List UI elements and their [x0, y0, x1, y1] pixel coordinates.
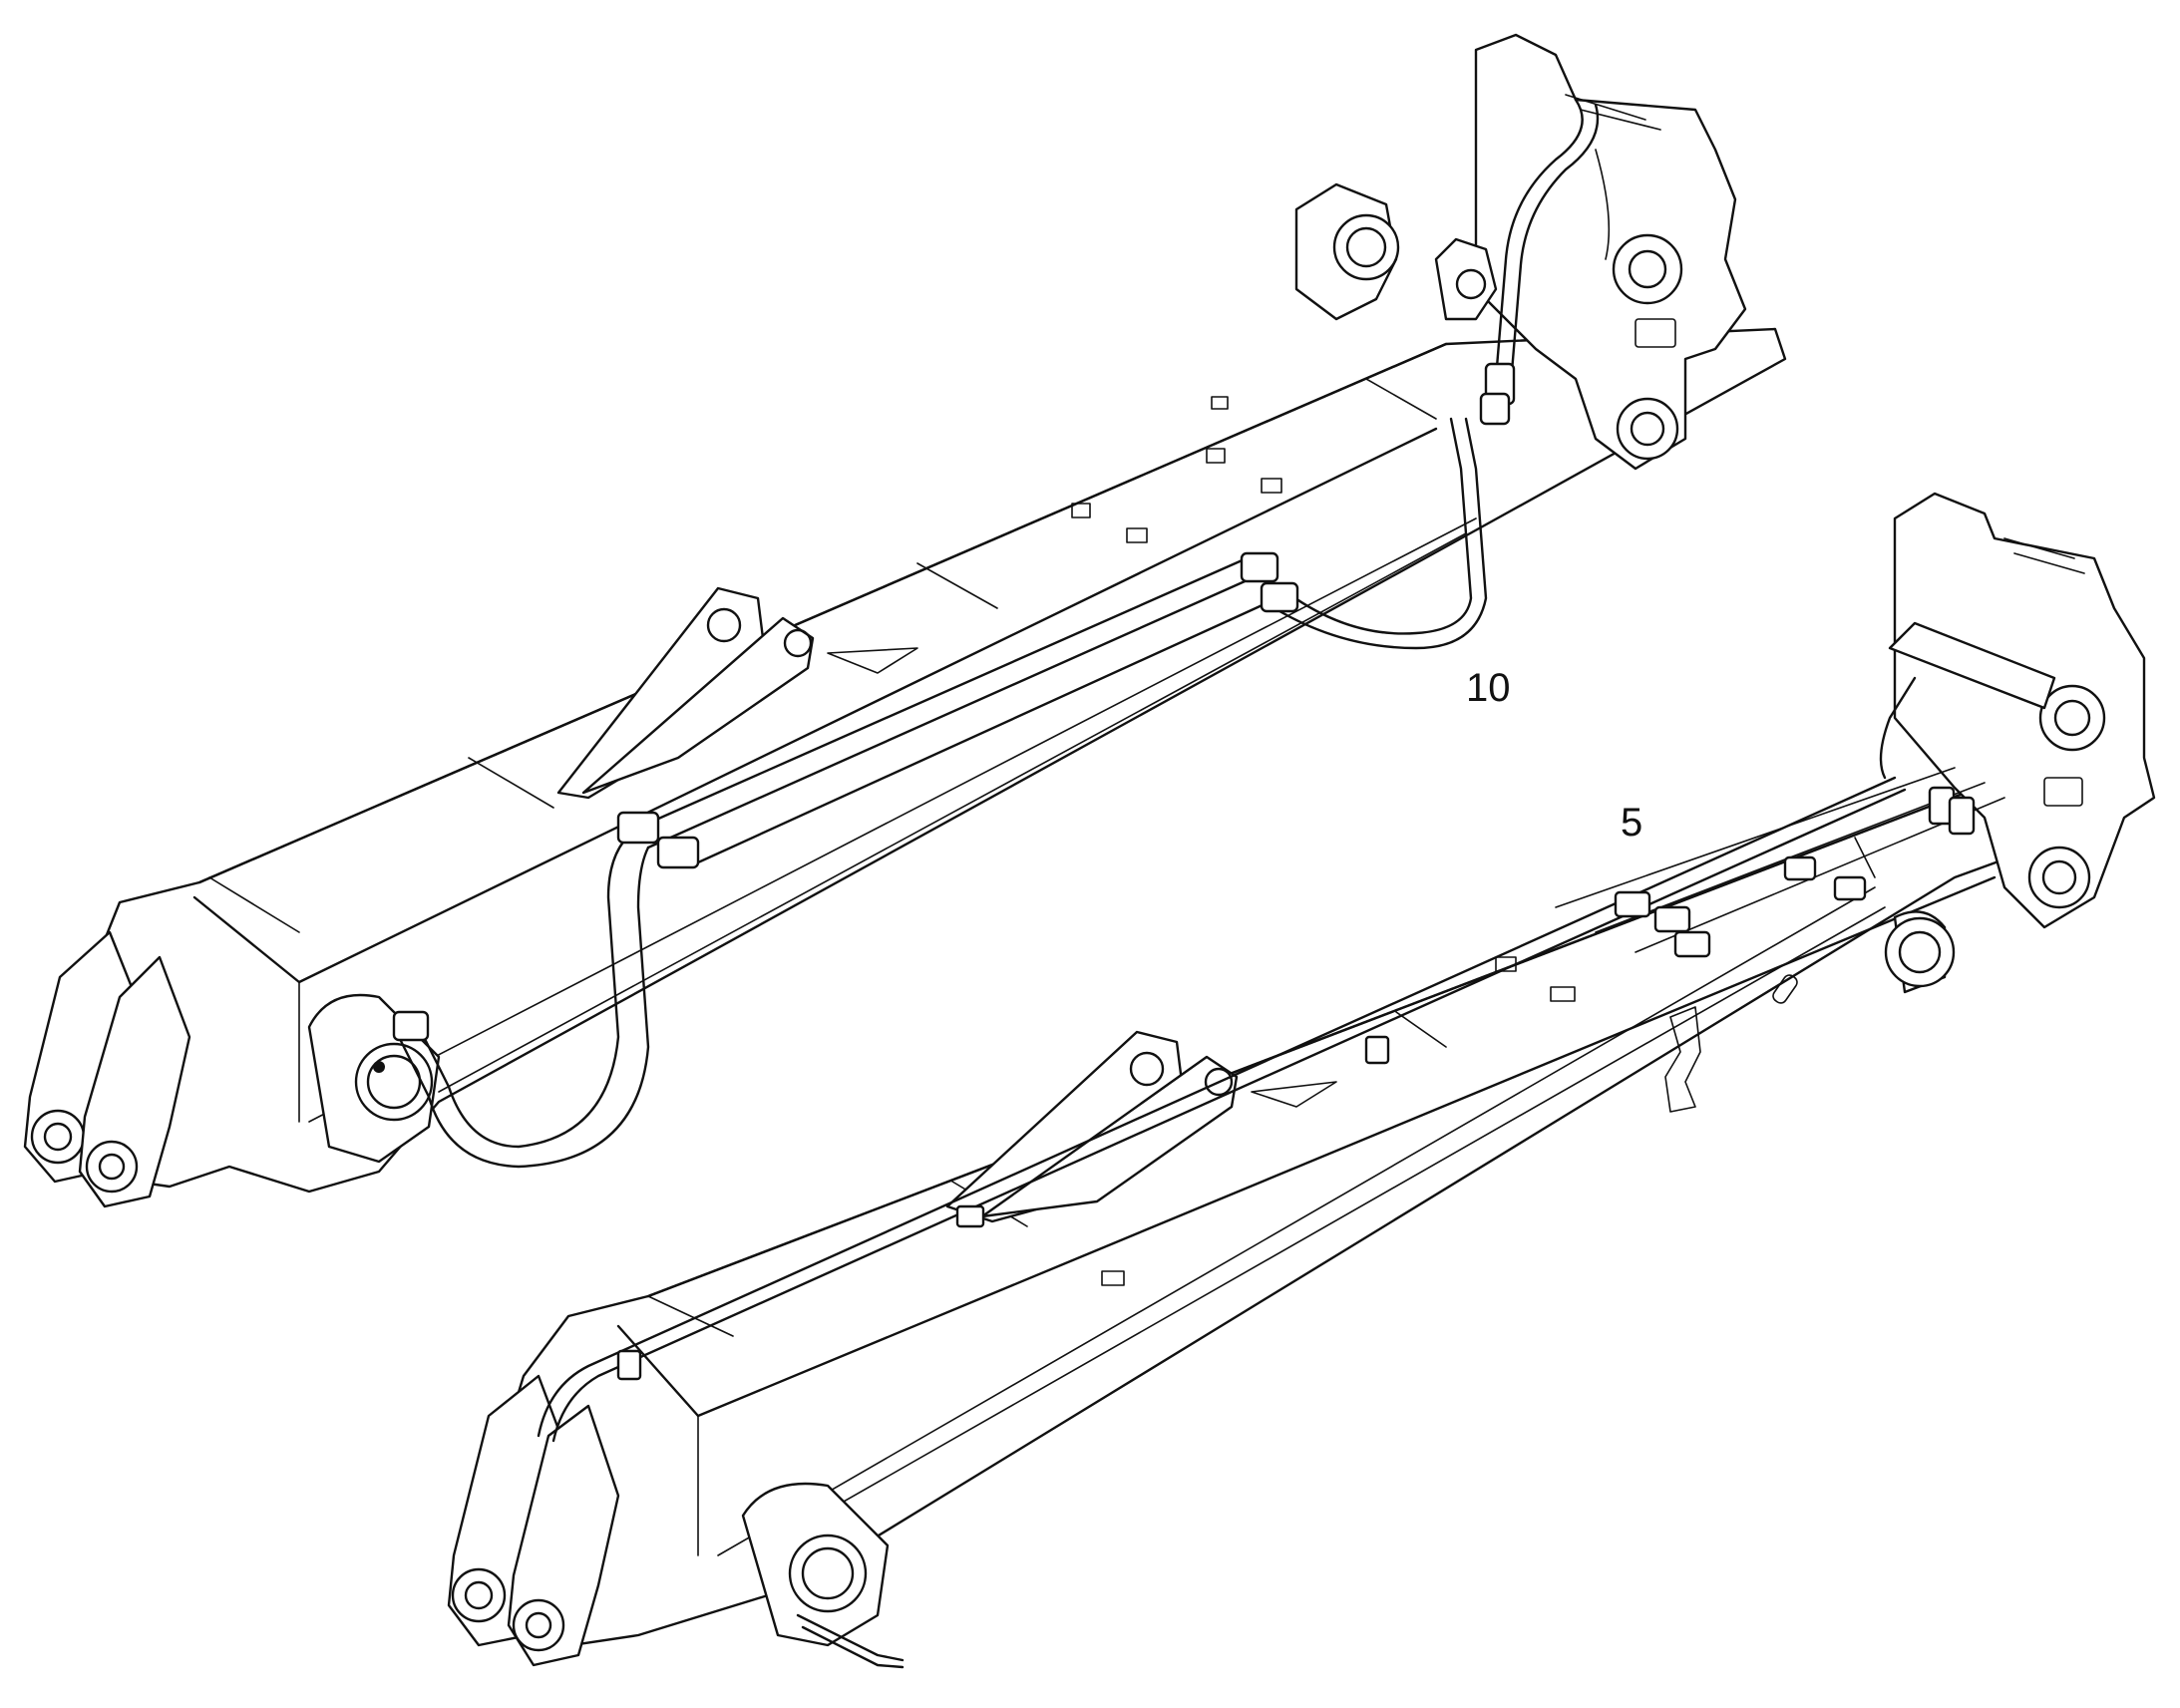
callout-label-5: 5 [1621, 801, 1643, 845]
upper-boom [23, 33, 1787, 1208]
lower-boom [447, 492, 2156, 1669]
callout-label-10: 10 [1466, 666, 1511, 710]
